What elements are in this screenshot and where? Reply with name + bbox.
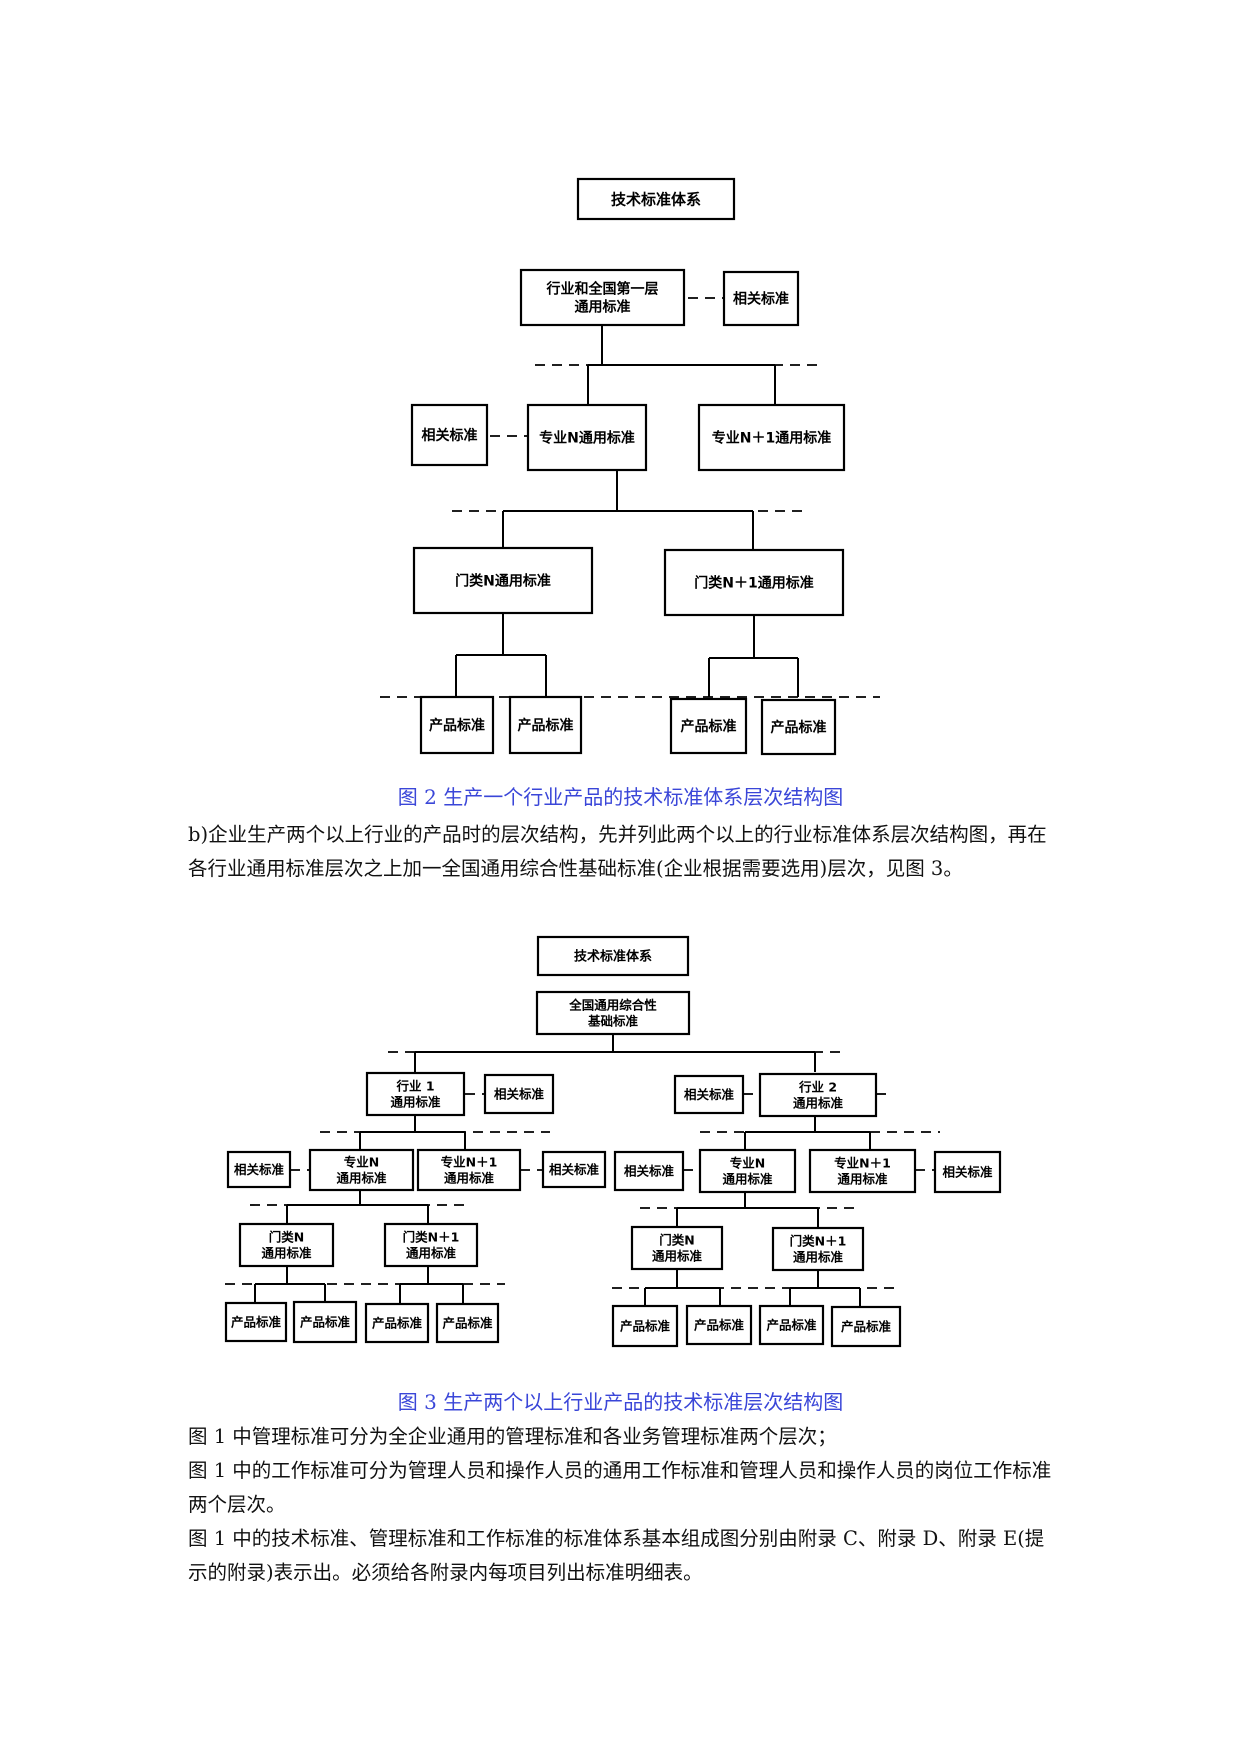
- fig3-pro-n-box: [698, 1148, 797, 1194]
- fig3-pro-n1-box: [416, 1148, 522, 1192]
- fig2-cat-n-label: 门类N通用标准: [455, 573, 551, 590]
- fig3-related-box: [613, 1150, 685, 1192]
- fig3-related-label: 相关标准: [494, 1087, 545, 1102]
- paragraph-b: b)企业生产两个以上行业的产品时的层次结构，先并列此两个以上的行业标准体系层次结…: [188, 818, 1058, 886]
- body-paragraph: 图 1 中管理标准可分为全企业通用的管理标准和各业务管理标准两个层次；: [188, 1425, 837, 1448]
- fig2-related-b-box: [410, 403, 489, 467]
- fig3-product-label: 产品标准: [620, 1319, 671, 1334]
- fig2-product-label: 产品标准: [771, 719, 827, 736]
- fig2-product-label: 产品标准: [429, 717, 485, 734]
- fig3-product-label: 产品标准: [300, 1315, 351, 1330]
- fig3-cat-n-label: 门类N: [659, 1232, 694, 1247]
- fig2-product-box: [669, 697, 748, 755]
- fig2-related-a-label: 相关标准: [733, 291, 789, 308]
- fig3-industry1-label: 通用标准: [390, 1095, 441, 1110]
- fig3-related-label: 相关标准: [624, 1164, 675, 1179]
- fig2-product-label: 产品标准: [518, 717, 574, 734]
- fig2-pro-n-box: [526, 403, 648, 472]
- fig3-related-label: 相关标准: [549, 1162, 600, 1177]
- fig3-related-label: 相关标准: [234, 1162, 285, 1177]
- fig3-industry1-label: 行业 1: [395, 1078, 434, 1093]
- fig3-root-label: 技术标准体系: [574, 949, 652, 965]
- fig3-pro-n-label: 专业N: [730, 1155, 765, 1170]
- body-paragraph: 图 1 中的技术标准、管理标准和工作标准的标准体系基本组成图分别由附录 C、附录…: [188, 1527, 1045, 1584]
- fig3-product-label: 产品标准: [694, 1318, 745, 1333]
- fig2-product-box: [760, 698, 837, 756]
- fig3-cat-n1-box: [383, 1222, 479, 1268]
- fig3-related-box: [541, 1150, 607, 1189]
- fig2-root-label: 技术标准体系: [611, 190, 701, 208]
- figure3-caption: 图 3 生产两个以上行业产品的技术标准层次结构图: [397, 1390, 844, 1414]
- fig3-pro-n-label: 通用标准: [722, 1172, 773, 1187]
- fig2-related-a-box: [722, 270, 800, 327]
- fig3-cat-n1-label: 通用标准: [406, 1246, 457, 1261]
- body-text: 图 1 中管理标准可分为全企业通用的管理标准和各业务管理标准两个层次； 图 1 …: [188, 1420, 1058, 1590]
- fig3-cat-n1-label: 门类N＋1: [403, 1229, 460, 1244]
- fig3-cat-n1-label: 通用标准: [793, 1250, 844, 1265]
- fig2-root-box: [576, 177, 736, 221]
- fig2-product-box: [508, 695, 583, 755]
- fig3-related-box: [483, 1073, 555, 1115]
- figure3-diagram: 技术标准体系全国通用综合性基础标准行业 1通用标准相关标准相关标准行业 2通用标…: [224, 935, 1002, 1348]
- fig3-cat-n-label: 通用标准: [261, 1246, 312, 1261]
- fig3-pro-n1-box: [808, 1148, 917, 1194]
- fig3-product-box: [685, 1304, 753, 1346]
- fig2-product-box: [419, 695, 495, 755]
- fig3-product-label: 产品标准: [841, 1319, 892, 1334]
- fig3-industry2-label: 行业 2: [798, 1079, 837, 1094]
- fig3-cat-n1-box: [771, 1226, 865, 1272]
- fig3-product-box: [758, 1304, 825, 1346]
- fig3-pro-n-label: 专业N: [344, 1154, 379, 1169]
- fig2-pro-n1-label: 专业N＋1通用标准: [712, 430, 831, 447]
- fig3-cat-n-label: 门类N: [269, 1229, 304, 1244]
- fig3-cat-n-label: 通用标准: [652, 1249, 703, 1264]
- fig2-related-b-label: 相关标准: [422, 427, 478, 444]
- paragraph-b-text: b)企业生产两个以上行业的产品时的层次结构，先并列此两个以上的行业标准体系层次结…: [188, 823, 1047, 880]
- fig3-pro-n-box: [308, 1148, 415, 1192]
- fig3-product-box: [435, 1302, 500, 1344]
- fig3-related-label: 相关标准: [942, 1165, 993, 1180]
- fig3-pro-n1-label: 专业N＋1: [834, 1155, 891, 1170]
- fig3-product-label: 产品标准: [231, 1315, 282, 1330]
- fig2-cat-n-box: [412, 546, 594, 615]
- fig3-national-box: [535, 990, 691, 1036]
- fig3-national-label: 全国通用综合性: [568, 997, 657, 1012]
- fig3-pro-n1-label: 通用标准: [837, 1172, 888, 1187]
- fig3-product-label: 产品标准: [766, 1318, 817, 1333]
- fig3-product-box: [364, 1302, 430, 1344]
- fig3-cat-n-box: [630, 1225, 724, 1271]
- fig3-related-box: [933, 1150, 1002, 1194]
- fig3-pro-n1-label: 通用标准: [444, 1171, 495, 1186]
- fig3-cat-n1-label: 门类N＋1: [790, 1233, 847, 1248]
- body-paragraph: 图 1 中的工作标准可分为管理人员和操作人员的通用工作标准和管理人员和操作人员的…: [188, 1459, 1052, 1516]
- fig3-national-label: 基础标准: [587, 1014, 639, 1029]
- fig2-cat-n1-label: 门类N＋1通用标准: [694, 575, 813, 592]
- fig3-industry2-label: 通用标准: [793, 1096, 844, 1111]
- fig3-product-box: [830, 1305, 902, 1348]
- figure2-caption: 图 2 生产一个行业产品的技术标准体系层次结构图: [397, 785, 844, 809]
- fig3-related-box: [673, 1074, 745, 1115]
- fig3-product-box: [611, 1304, 679, 1348]
- fig3-root-box: [536, 935, 690, 977]
- fig3-pro-n1-label: 专业N＋1: [441, 1154, 498, 1169]
- fig2-level1-label: 行业和全国第一层: [546, 280, 659, 297]
- fig3-product-box: [292, 1300, 358, 1344]
- fig3-cat-n-box: [238, 1222, 335, 1268]
- fig3-product-label: 产品标准: [442, 1316, 493, 1331]
- fig3-product-box: [224, 1301, 288, 1343]
- fig2-pro-n1-box: [697, 403, 846, 472]
- fig3-product-label: 产品标准: [372, 1316, 423, 1331]
- fig3-industry2-box: [758, 1072, 878, 1118]
- fig3-related-label: 相关标准: [684, 1087, 735, 1102]
- fig2-level1-label: 通用标准: [575, 299, 631, 316]
- fig2-product-label: 产品标准: [681, 718, 737, 735]
- fig2-cat-n1-box: [663, 548, 845, 617]
- fig3-pro-n-label: 通用标准: [336, 1171, 387, 1186]
- figure2-diagram: 技术标准体系行业和全国第一层通用标准相关标准相关标准专业N通用标准专业N＋1通用…: [380, 177, 880, 756]
- fig2-pro-n-label: 专业N通用标准: [539, 430, 635, 447]
